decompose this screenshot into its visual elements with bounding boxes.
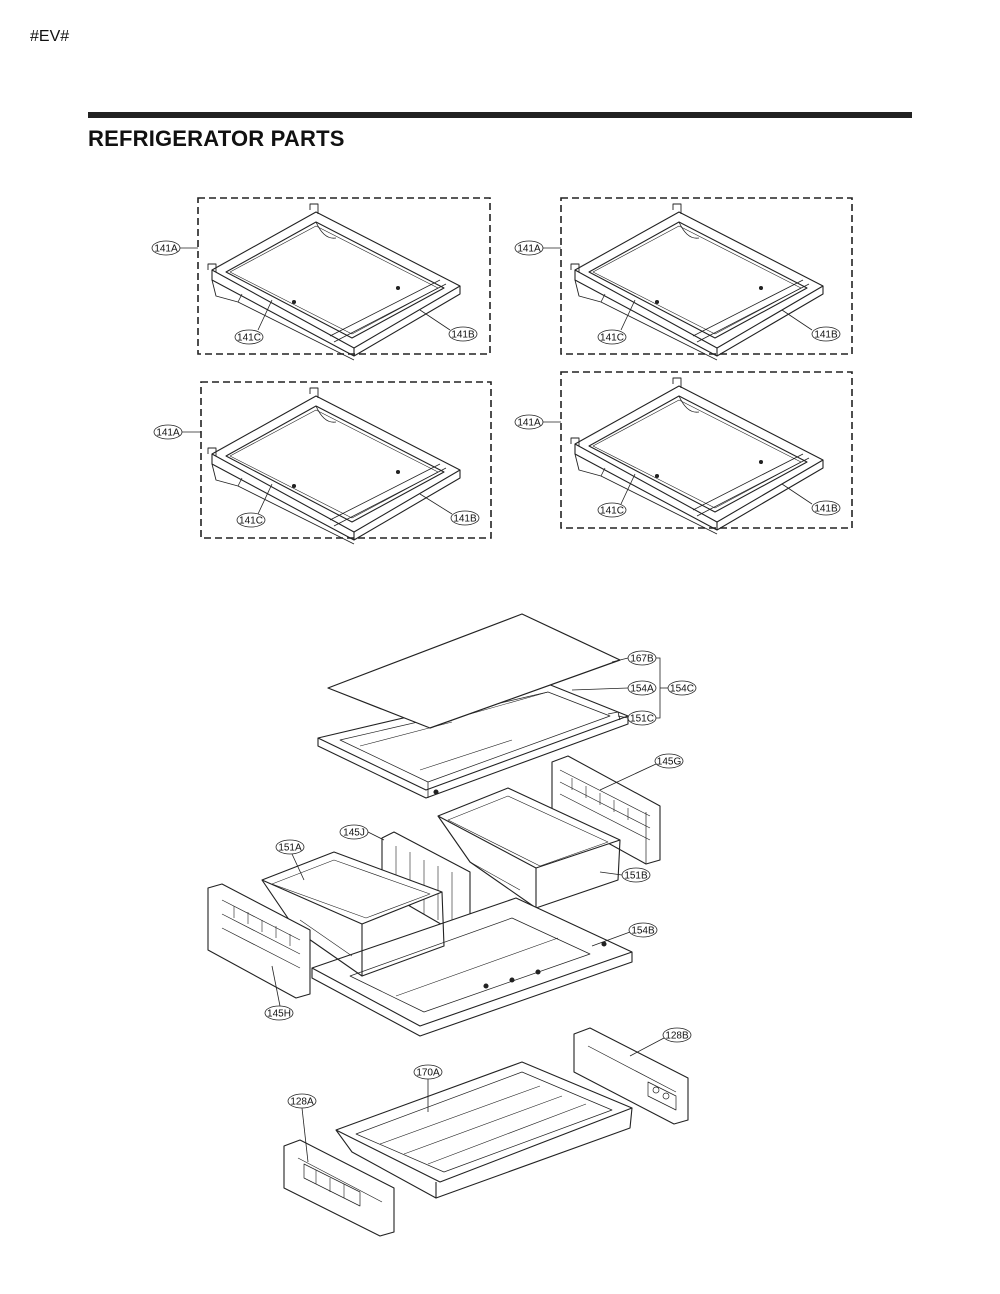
- callout-141A: 141A: [514, 240, 561, 256]
- callout-label: 141A: [517, 244, 541, 255]
- callout-label: 145H: [267, 1009, 291, 1020]
- callout-154A: 154A: [571, 680, 657, 696]
- callout-label: 154B: [631, 926, 655, 937]
- assembly-boundary: [197, 197, 491, 355]
- title-rule: [88, 112, 912, 118]
- callout-141B: 141B: [781, 483, 841, 516]
- left-pantry-rail-drawing: [283, 1139, 395, 1237]
- assembly-boundary: [200, 381, 492, 539]
- assembly-boundary: [560, 197, 853, 355]
- callout-label: 151B: [624, 871, 648, 882]
- crisper-callouts: [656, 657, 668, 719]
- shelf-assembly-1: 141A 141C 141B: [151, 197, 491, 361]
- callout-label: 141C: [239, 516, 263, 527]
- callout-141C: 141C: [597, 299, 636, 345]
- callout-bracket: [656, 657, 661, 719]
- callout-145J: 145J: [339, 824, 385, 841]
- callout-145G: 145G: [599, 753, 684, 791]
- callout-label: 154A: [630, 684, 654, 695]
- left-crisper-drawer-drawing: [261, 851, 445, 977]
- callout-label: 141B: [453, 514, 477, 525]
- callout-141B: 141B: [781, 309, 841, 342]
- callout-label: 141A: [154, 244, 178, 255]
- callout-label: 167B: [630, 654, 654, 665]
- callout-label: 141A: [156, 428, 180, 439]
- callout-170A: 170A: [413, 1064, 443, 1112]
- callout-label: 151C: [630, 714, 654, 725]
- callout-label: 170A: [416, 1068, 440, 1079]
- callout-154C: 154C: [667, 680, 697, 696]
- callout-151A: 151A: [275, 839, 305, 881]
- drawer-shelf-drawing: [311, 897, 633, 1037]
- page-code: #EV#: [30, 28, 70, 45]
- shelf-assembly-2: 141A 141C 141B: [514, 197, 853, 361]
- left-drawer-rail-drawing: [207, 883, 311, 999]
- callout-label: 151A: [278, 843, 302, 854]
- callout-label: 128B: [665, 1031, 689, 1042]
- callout-label: 141B: [451, 330, 475, 341]
- callout-label: 141C: [600, 333, 624, 344]
- callout-141C: 141C: [234, 299, 273, 345]
- callout-154B: 154B: [591, 922, 658, 947]
- callout-141A: 141A: [514, 414, 561, 430]
- callout-151C: 151C: [617, 710, 657, 726]
- callout-128B: 128B: [629, 1027, 692, 1057]
- callout-label: 141B: [814, 504, 838, 515]
- page-title: REFRIGERATOR PARTS: [88, 126, 345, 151]
- callout-141A: 141A: [151, 240, 198, 256]
- callout-167B: 167B: [611, 650, 657, 666]
- callout-141C: 141C: [597, 473, 636, 518]
- right-crisper-drawer-drawing: [437, 787, 621, 909]
- shelf-assembly-3: 141A 141C 141B: [153, 381, 492, 545]
- callout-label: 128A: [290, 1097, 314, 1108]
- callout-141A: 141A: [153, 424, 201, 440]
- callout-label: 141C: [237, 333, 261, 344]
- callout-label: 141C: [600, 506, 624, 517]
- callout-141B: 141B: [419, 493, 480, 526]
- shelf-assembly-4: 141A 141C 141B: [514, 371, 853, 535]
- right-pantry-rail-drawing: [573, 1027, 689, 1125]
- callout-label: 141A: [517, 418, 541, 429]
- callout-label: 145J: [343, 828, 365, 839]
- assembly-boundary: [560, 371, 853, 529]
- callout-label: 145G: [657, 757, 682, 768]
- callout-128A: 128A: [287, 1093, 317, 1163]
- callout-141B: 141B: [419, 309, 478, 342]
- callout-label: 154C: [670, 684, 694, 695]
- callout-141C: 141C: [236, 483, 273, 528]
- pantry-drawer-drawing: [335, 1061, 633, 1199]
- callout-151B: 151B: [599, 867, 651, 883]
- callout-145H: 145H: [264, 965, 294, 1021]
- callout-label: 141B: [814, 330, 838, 341]
- crisper-assembly: [207, 613, 689, 1237]
